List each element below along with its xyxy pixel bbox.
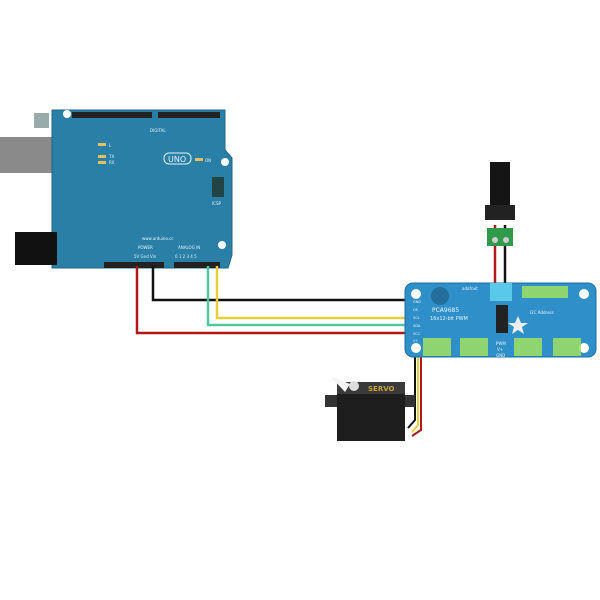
vplus-label: V+: [497, 347, 503, 352]
pin-sda: SDA: [413, 324, 421, 328]
usb-connector: [0, 137, 52, 173]
servo-wire-gnd: [407, 348, 416, 429]
digital-header-1: [72, 112, 152, 118]
adafruit-star-logo: [508, 316, 528, 334]
power-label: POWER: [138, 245, 153, 250]
subtitle-label: 16x12-bit PWM: [430, 316, 468, 322]
servo-horn: [330, 376, 350, 392]
pwm-label: PWM: [496, 341, 506, 346]
pin-oe: OE: [413, 308, 418, 312]
website-label: www.arduino.cc: [142, 236, 174, 241]
analog-header: [174, 262, 220, 268]
on-label: ON: [205, 158, 211, 163]
digital-label: DIGITAL: [150, 128, 166, 133]
servo-label: SERVO: [368, 385, 395, 393]
chip-label: PCA9685: [432, 307, 459, 314]
pin-gnd: GND: [413, 300, 421, 304]
pca9685-board: adafruit PCA9685 16x12-bit PWM I2C Addre…: [404, 282, 597, 358]
pca-power-terminal: [490, 283, 512, 301]
icsp-header: [212, 177, 224, 197]
gnd-label: GND: [496, 353, 505, 358]
led-tx-label: TX: [108, 154, 114, 159]
uno-logo: UNO: [168, 155, 186, 164]
power-pins-label: 5V Gnd Vin: [134, 254, 157, 259]
pwm-pin-headers: [423, 286, 581, 356]
wire-scl-yellow: [215, 266, 410, 320]
servo-wire-power: [411, 345, 422, 437]
brand-label: adafruit: [462, 286, 478, 291]
wire-5v-red: [135, 266, 410, 335]
power-header: [104, 262, 164, 268]
wire-gnd-black: [151, 266, 410, 302]
arduino-board: ICSP DIGITAL L TX RX UNO ON www.arduino.…: [0, 109, 233, 269]
power-jack: [15, 232, 57, 265]
pca9685-chip: [496, 305, 508, 333]
led-l-label: L: [109, 143, 112, 148]
wires: [135, 225, 507, 437]
pin-scl: SCL: [413, 316, 420, 320]
pin-vplus: V+: [413, 339, 418, 343]
led-rx-label: RX: [109, 160, 115, 165]
dc-power-jack: [485, 162, 515, 246]
servo-motor: SERVO: [325, 376, 415, 441]
wire-sda-green: [206, 266, 410, 327]
digital-header-2: [158, 112, 220, 118]
servo-wire-signal: [411, 345, 419, 433]
reset-button: [34, 113, 49, 128]
analog-pins-label: 0 1 2 3 4 5: [175, 254, 197, 259]
icsp-label: ICSP: [212, 201, 222, 206]
terminal-block: [487, 228, 513, 246]
i2c-label: I2C Address: [530, 310, 554, 315]
pin-vcc: VCC: [413, 332, 421, 336]
analog-label: ANALOG IN: [178, 245, 200, 250]
